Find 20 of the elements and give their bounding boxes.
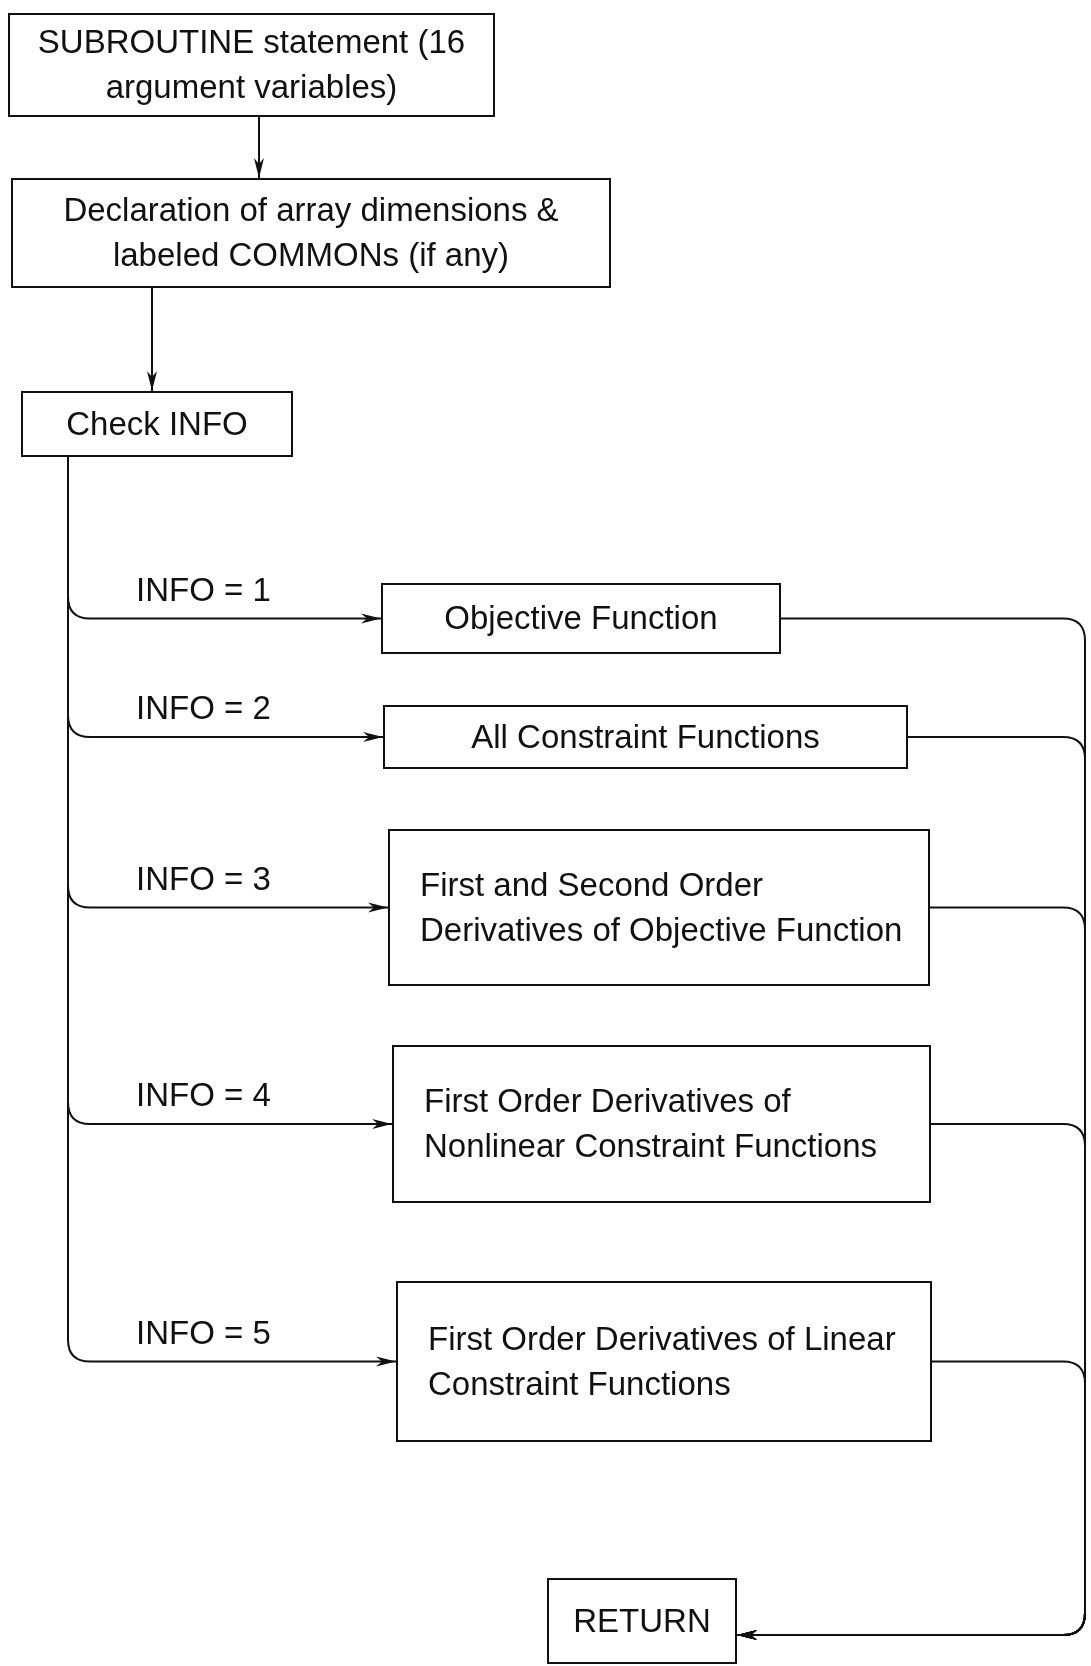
process-box [383, 705, 908, 769]
box-text: Check INFO [66, 403, 248, 444]
box-text: RETURN [573, 1600, 711, 1641]
box-text: Objective Function [444, 598, 718, 639]
box-text: SUBROUTINE statement (16 argument variables) [36, 22, 467, 107]
process-box [392, 1045, 931, 1203]
process-box [381, 583, 781, 654]
process-box [11, 178, 611, 288]
process-box [388, 829, 930, 986]
arrow [147, 287, 157, 392]
process-box [396, 1281, 932, 1442]
box-text: First Order Derivatives of Nonlinear Constraint Functions [424, 1081, 879, 1166]
box-text: First Order Derivatives of Linear Constraint Functions [428, 1318, 897, 1404]
box-text: Declaration of array dimensions & labeled COMMONs (if any) [62, 190, 560, 275]
process-box [547, 1578, 737, 1664]
arrow [254, 116, 264, 179]
process-box [21, 391, 293, 457]
box-text: First and Second Order Derivatives of Objective Function [420, 864, 904, 950]
box-text: All Constraint Functions [471, 716, 820, 757]
process-box [8, 13, 495, 117]
